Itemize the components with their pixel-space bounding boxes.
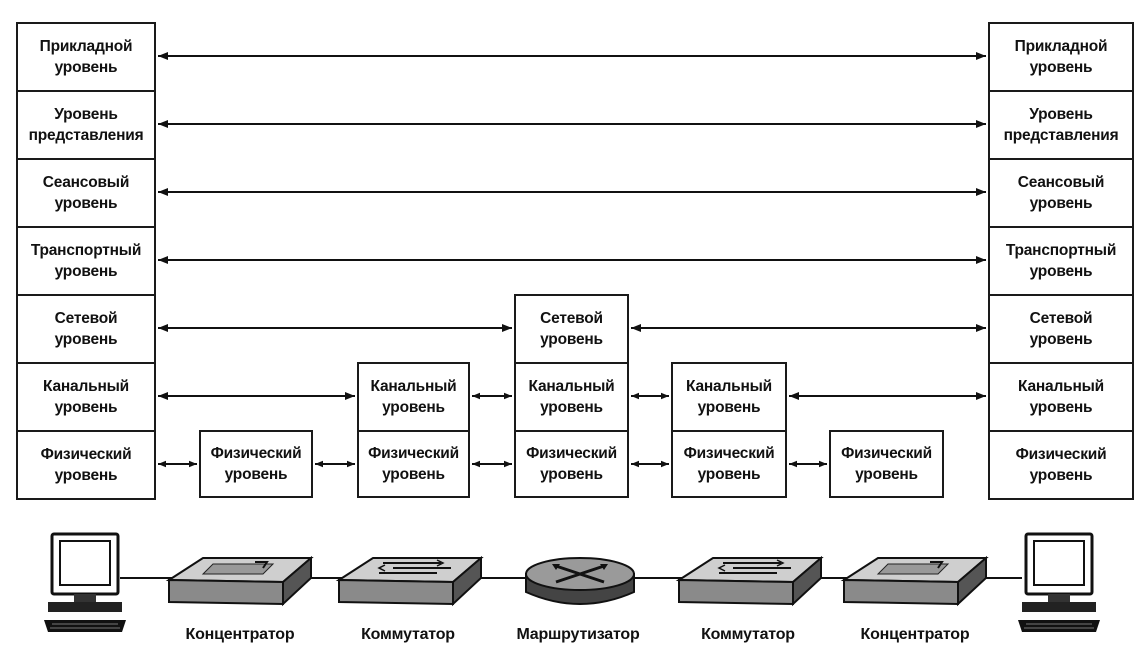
computer-icon [1018, 532, 1100, 632]
hub-icon [165, 555, 314, 607]
hub-icon [840, 555, 989, 607]
router-icon [525, 557, 635, 605]
device-label-hub2: Концентратор [860, 626, 970, 643]
device-label-hub1: Концентратор [185, 626, 295, 643]
device-label-switch2: Коммутатор [701, 626, 795, 643]
switch-icon [335, 555, 484, 607]
computer-icon [44, 532, 126, 632]
switch-icon [675, 555, 824, 607]
device-label-router: Маршрутизатор [516, 626, 640, 643]
device-label-switch1: Коммутатор [361, 626, 455, 643]
